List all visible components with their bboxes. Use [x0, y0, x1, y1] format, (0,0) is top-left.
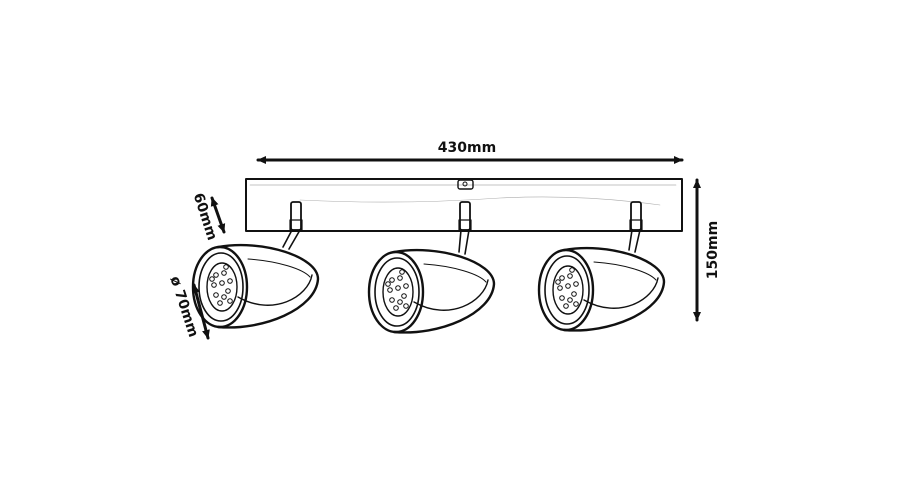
spotlights: [191, 201, 666, 334]
lens: [552, 265, 584, 315]
height-label: 150mm: [705, 221, 721, 279]
arm: [628, 229, 633, 251]
diameter-dimension: ø 70mm: [166, 274, 210, 340]
arm: [282, 229, 293, 248]
shade: [216, 243, 320, 329]
shade: [562, 246, 666, 332]
stem: [630, 201, 642, 231]
front-ring: [537, 248, 595, 332]
height-dimension: 150mm: [693, 178, 721, 322]
lens: [206, 262, 238, 312]
arm: [458, 229, 462, 253]
depth-label: 60mm: [190, 191, 220, 242]
ceiling-bar: [245, 178, 683, 232]
spotlight-middle: [367, 201, 496, 334]
stem: [459, 201, 471, 231]
lens: [382, 267, 414, 317]
spotlight-left: [191, 201, 320, 329]
front-ring: [191, 245, 249, 329]
front-ring: [367, 250, 425, 334]
width-dimension: 430mm: [256, 140, 684, 164]
spotlight-right: [537, 201, 666, 332]
stem: [290, 201, 302, 231]
depth-dimension: 60mm: [190, 191, 226, 242]
mounting-clip: [457, 179, 474, 190]
width-label: 430mm: [438, 140, 496, 156]
shade: [392, 248, 496, 334]
